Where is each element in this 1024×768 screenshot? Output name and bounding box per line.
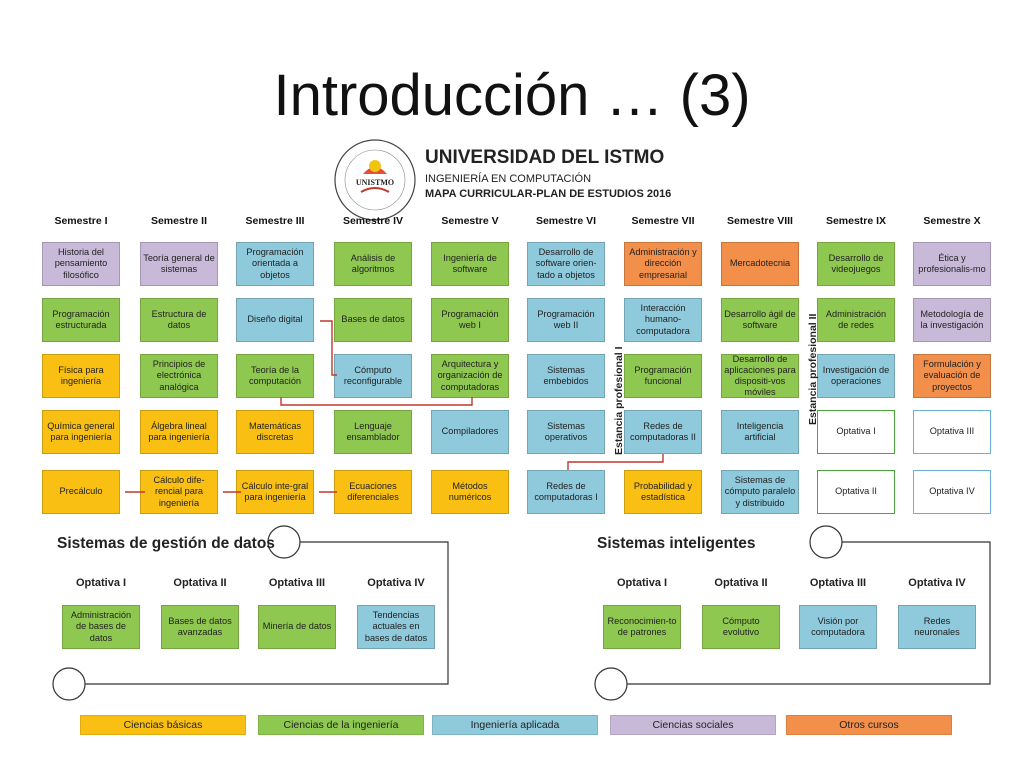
- course-box: Redes de computadoras II: [624, 410, 702, 454]
- course-box: Ética y profesionalis-mo: [913, 242, 991, 286]
- track-title: Sistemas de gestión de datos: [57, 535, 275, 552]
- course-box: Optativa I: [817, 410, 895, 454]
- track-title: Sistemas inteligentes: [597, 535, 756, 552]
- program-name: INGENIERÍA EN COMPUTACIÓN: [425, 173, 592, 185]
- course-box: Programación funcional: [624, 354, 702, 398]
- course-box: Lenguaje ensamblador: [334, 410, 412, 454]
- plan-name: MAPA CURRICULAR-PLAN DE ESTUDIOS 2016: [425, 188, 672, 200]
- logo-text: UNISTMO: [356, 178, 394, 187]
- optativa-header: Optativa I: [75, 577, 127, 589]
- course-box: Mercadotecnia: [721, 242, 799, 286]
- course-box: Cálculo inte-gral para ingeniería: [236, 470, 314, 514]
- course-box: Metodología de la investigación: [913, 298, 991, 342]
- course-box: Análisis de algoritmos: [334, 242, 412, 286]
- course-box: Principios de electrónica analógica: [140, 354, 218, 398]
- optativa-header: Optativa II: [173, 577, 227, 589]
- course-box: Redes de computadoras I: [527, 470, 605, 514]
- legend-item: Ciencias sociales: [610, 715, 776, 735]
- track-course-box: Reconocimien-to de patrones: [603, 605, 681, 649]
- course-box: Cómputo reconfigurable: [334, 354, 412, 398]
- course-box: Programación web I: [431, 298, 509, 342]
- track-course-box: Bases de datos avanzadas: [161, 605, 239, 649]
- course-box: Teoría general de sistemas: [140, 242, 218, 286]
- course-box: Teoría de la computación: [236, 354, 314, 398]
- course-box: Administración de redes: [817, 298, 895, 342]
- course-box: Desarrollo de videojuegos: [817, 242, 895, 286]
- legend-item: Ciencias de la ingeniería: [258, 715, 424, 735]
- semester-header: Semestre VI: [535, 215, 597, 227]
- course-box: Optativa III: [913, 410, 991, 454]
- track-course-box: Cómputo evolutivo: [702, 605, 780, 649]
- optativa-header: Optativa III: [268, 577, 326, 589]
- course-box: Precálculo: [42, 470, 120, 514]
- track-course-box: Visión por computadora: [799, 605, 877, 649]
- optativa-header: Optativa I: [616, 577, 668, 589]
- university-logo: UNISTMO: [334, 139, 416, 221]
- course-box: Sistemas operativos: [527, 410, 605, 454]
- course-box: Bases de datos: [334, 298, 412, 342]
- track-frame-left: [52, 525, 449, 701]
- optativa-header: Optativa II: [714, 577, 768, 589]
- legend-item: Ingeniería aplicada: [432, 715, 598, 735]
- track-course-box: Redes neuronales: [898, 605, 976, 649]
- course-box: Ecuaciones diferenciales: [334, 470, 412, 514]
- course-box: Ingeniería de software: [431, 242, 509, 286]
- course-box: Sistemas embebidos: [527, 354, 605, 398]
- course-box: Sistemas de cómputo paralelo y distribui…: [721, 470, 799, 514]
- semester-header: Semestre IX: [825, 215, 887, 227]
- track-frame-right: [594, 525, 991, 701]
- connector-line: [320, 320, 337, 376]
- optativa-header: Optativa III: [809, 577, 867, 589]
- semester-header: Semestre X: [923, 215, 981, 227]
- course-box: Investigación de operaciones: [817, 354, 895, 398]
- semester-header: Semestre II: [150, 215, 208, 227]
- course-box: Optativa II: [817, 470, 895, 514]
- course-box: Álgebra lineal para ingeniería: [140, 410, 218, 454]
- course-box: Química general para ingeniería: [42, 410, 120, 454]
- course-box: Compiladores: [431, 410, 509, 454]
- course-box: Cálculo dife-rencial para ingeniería: [140, 470, 218, 514]
- course-box: Programación estructurada: [42, 298, 120, 342]
- course-box: Arquitectura y organización de computado…: [431, 354, 509, 398]
- track-course-box: Administración de bases de datos: [62, 605, 140, 649]
- track-course-box: Minería de datos: [258, 605, 336, 649]
- course-box: Diseño digital: [236, 298, 314, 342]
- course-box: Desarrollo ágil de software: [721, 298, 799, 342]
- course-box: Probabilidad y estadística: [624, 470, 702, 514]
- legend-item: Ciencias básicas: [80, 715, 246, 735]
- semester-header: Semestre IV: [342, 215, 404, 227]
- course-box: Estructura de datos: [140, 298, 218, 342]
- optativa-header: Optativa IV: [908, 577, 966, 589]
- course-box: Desarrollo de software orien-tado a obje…: [527, 242, 605, 286]
- legend-item: Otros cursos: [786, 715, 952, 735]
- semester-header: Semestre V: [441, 215, 499, 227]
- semester-header: Semestre VIII: [727, 215, 793, 227]
- course-box: Física para ingeniería: [42, 354, 120, 398]
- connector-line: [280, 397, 473, 406]
- course-box: Matemáticas discretas: [236, 410, 314, 454]
- course-box: Historia del pensamiento filosófico: [42, 242, 120, 286]
- course-box: Inteligencia artificial: [721, 410, 799, 454]
- track-course-box: Tendencias actuales en bases de datos: [357, 605, 435, 649]
- course-box: Métodos numéricos: [431, 470, 509, 514]
- slide-title: Introducción … (3): [273, 63, 751, 128]
- course-box: Optativa IV: [913, 470, 991, 514]
- university-name: UNIVERSIDAD DEL ISTMO: [425, 147, 665, 168]
- course-box: Programación web II: [527, 298, 605, 342]
- semester-header: Semestre I: [54, 215, 108, 227]
- semester-header: Semestre VII: [631, 215, 695, 227]
- optativa-header: Optativa IV: [367, 577, 425, 589]
- semester-header: Semestre III: [245, 215, 305, 227]
- course-box: Administración y dirección empresarial: [624, 242, 702, 286]
- course-box: Interacción humano-computadora: [624, 298, 702, 342]
- course-box: Programación orientada a objetos: [236, 242, 314, 286]
- course-box: Desarrollo de aplicaciones para disposit…: [721, 354, 799, 398]
- course-box: Formulación y evaluación de proyectos: [913, 354, 991, 398]
- connector-line: [567, 454, 664, 470]
